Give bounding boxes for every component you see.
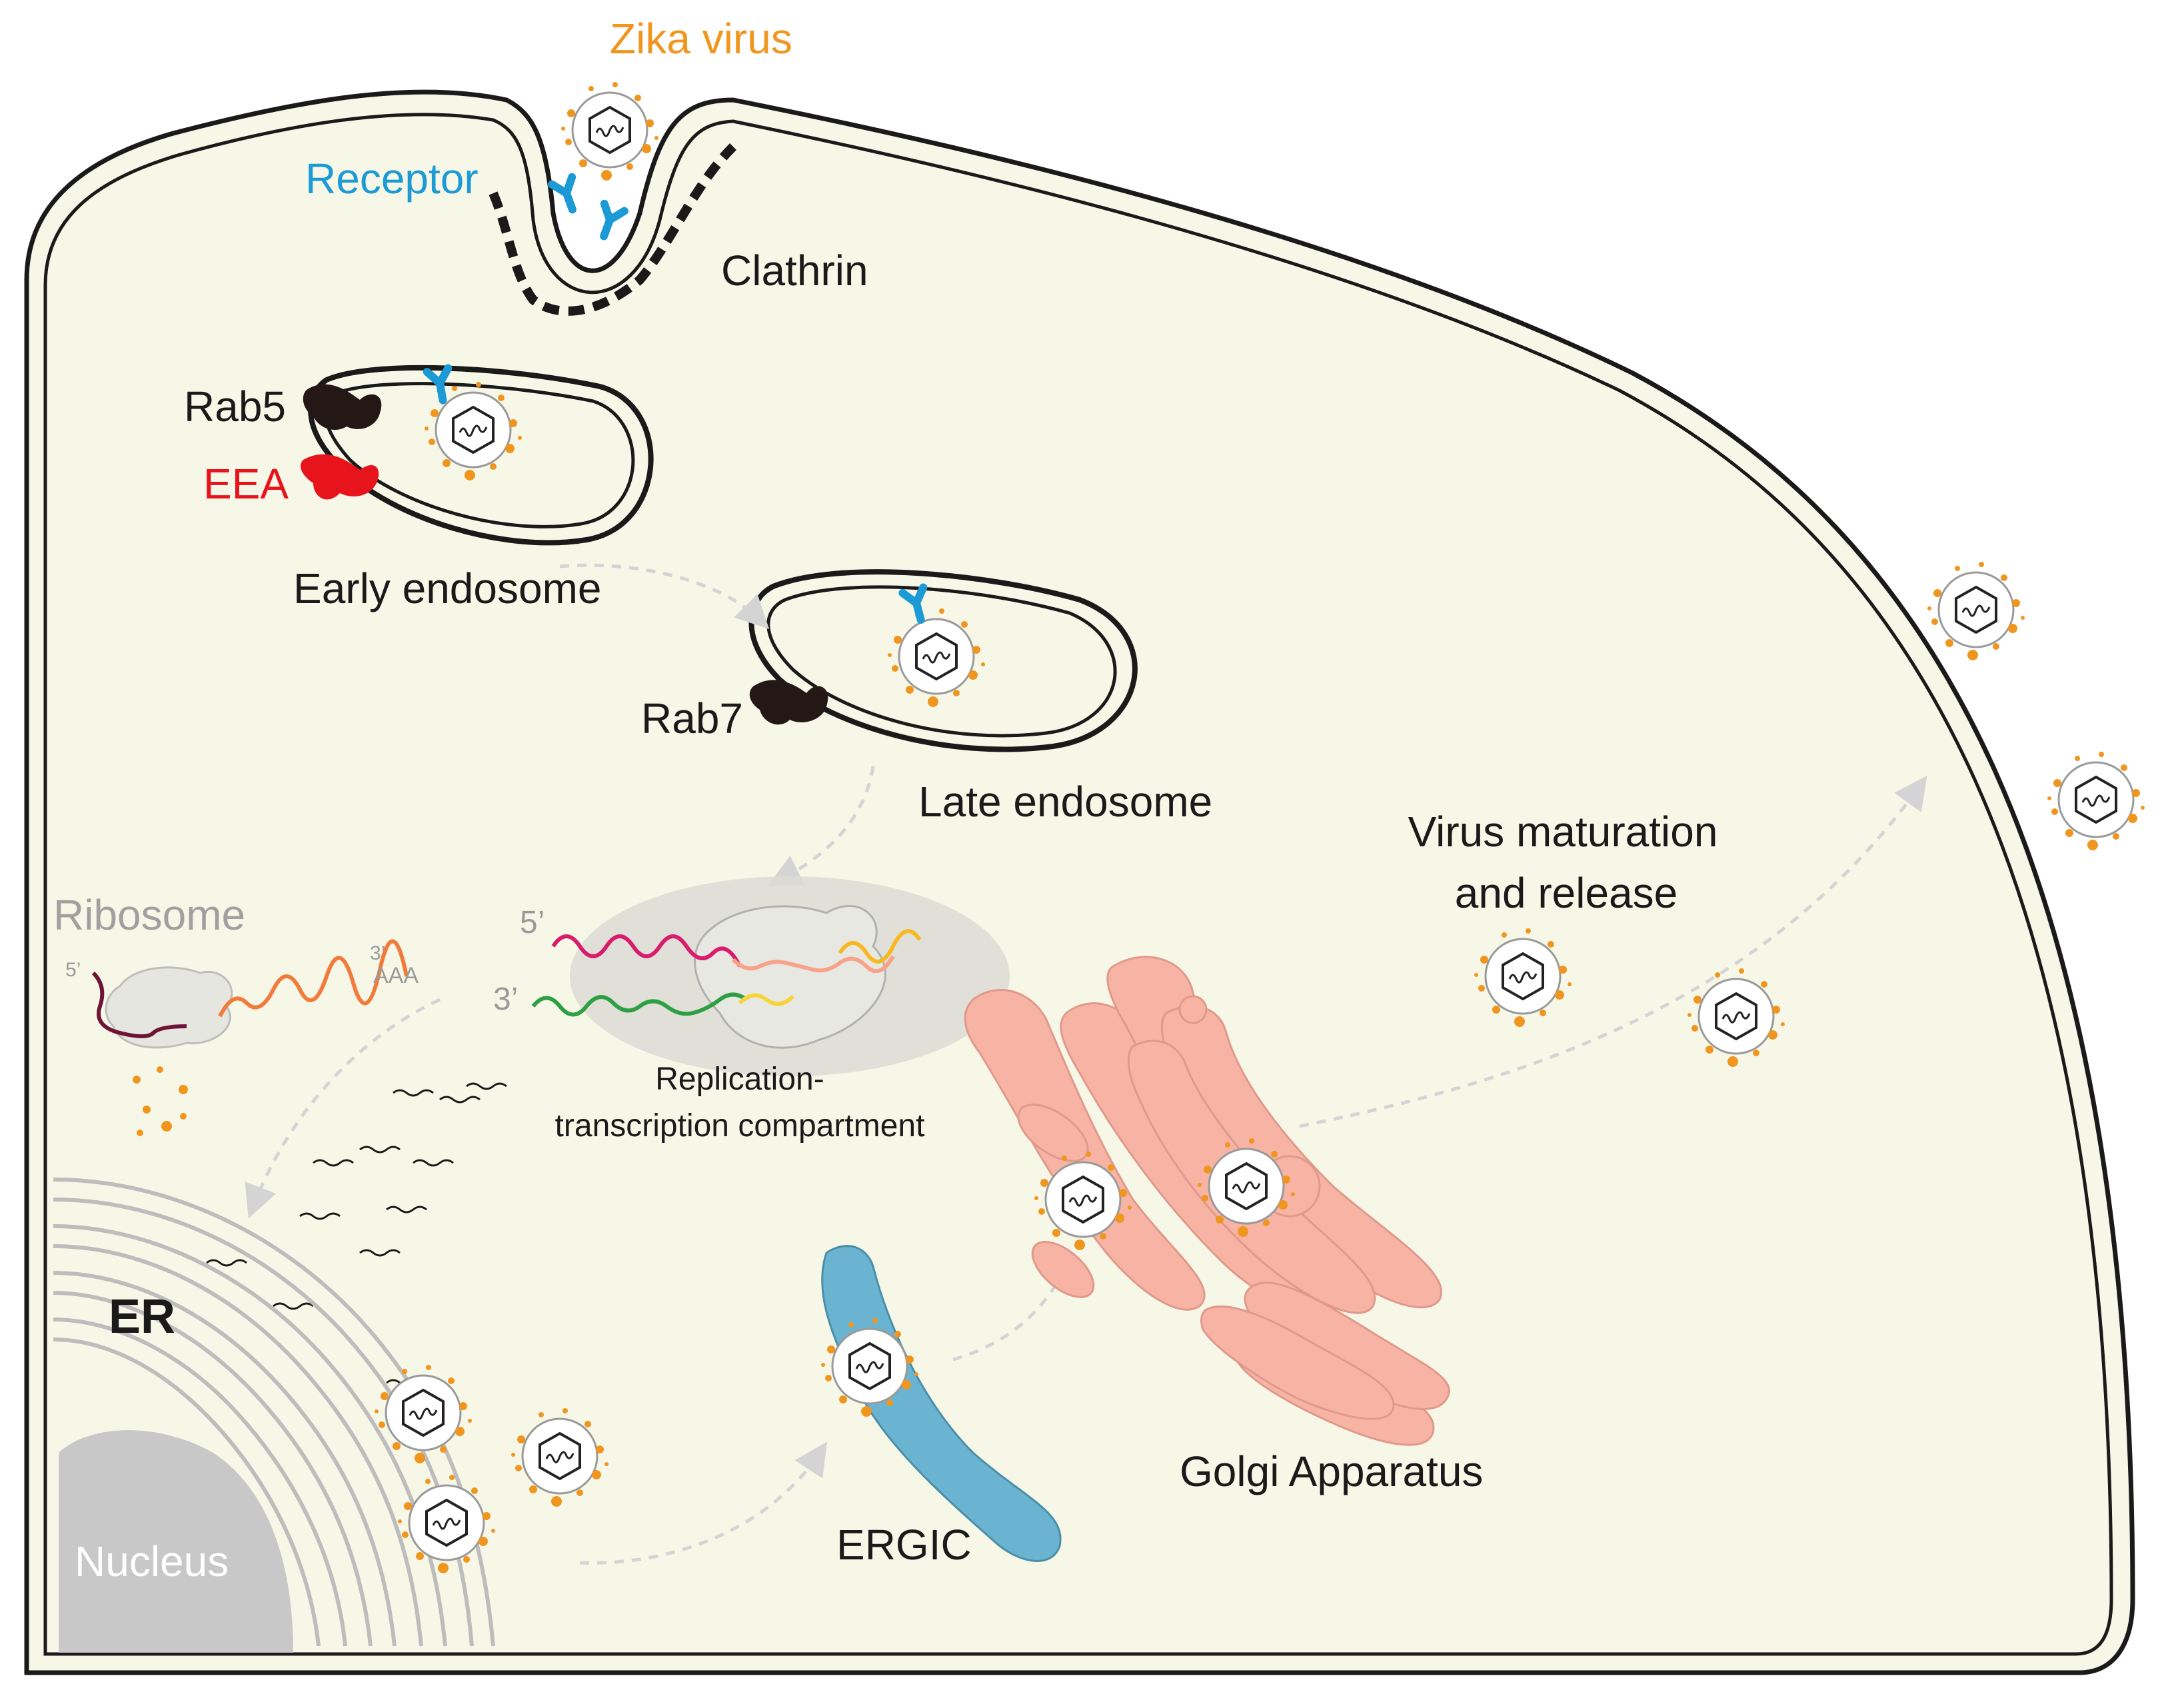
- replication-compartment-membrane: [694, 905, 886, 1049]
- traffic-arrow: [579, 1441, 828, 1565]
- rna-strand-icon: [731, 955, 895, 974]
- ergic-label: ERGIC: [836, 1521, 972, 1569]
- virion-icon: [560, 81, 660, 182]
- traffic-arrow: [768, 766, 875, 886]
- polya-label: AAA: [373, 963, 419, 988]
- rna-strand-icon: [838, 929, 922, 964]
- early-endosome-label: Early endosome: [293, 564, 601, 612]
- virion-icon: [1926, 560, 2026, 662]
- three-prime-label: 3’: [493, 982, 518, 1017]
- er-label: ER: [109, 1290, 175, 1343]
- virus-maturation-label-line1: Virus maturation: [1408, 808, 1718, 856]
- golgi-label: Golgi Apparatus: [1180, 1447, 1483, 1495]
- rna-strand-icon: [218, 939, 409, 1018]
- receptor-icon: [594, 204, 624, 240]
- late-endosome-label: Late endosome: [918, 778, 1212, 826]
- cell-membrane-inner: [43, 113, 2113, 1656]
- clathrin-coat: [489, 143, 736, 316]
- five-prime-label: 5’: [520, 905, 545, 940]
- traffic-arrow: [245, 998, 441, 1219]
- receptor-icon: [552, 177, 582, 213]
- traffic-arrow: [1299, 775, 1927, 1128]
- rna-strand-icon: [738, 993, 795, 1006]
- nucleus: [59, 1430, 293, 1653]
- zika-virus-label: Zika virus: [610, 15, 792, 63]
- ribosome-label: Ribosome: [53, 891, 245, 939]
- rna-strand-icon: [551, 934, 742, 968]
- ribosome-shape: [105, 966, 233, 1049]
- virion-icon: [2046, 750, 2146, 852]
- replication-label-line1: Replication-: [655, 1062, 824, 1097]
- rab-protein-icon: [749, 680, 828, 725]
- golgi-apparatus: [964, 956, 1450, 1446]
- rab-protein-icon: [303, 384, 382, 430]
- virus-maturation-label-line2: and release: [1455, 869, 1677, 917]
- nucleus-label: Nucleus: [75, 1537, 229, 1585]
- eea-label: EEA: [203, 460, 289, 508]
- rab7-label: Rab7: [641, 694, 743, 742]
- late-endosome-inner: [766, 585, 1117, 738]
- rna-strand-icon: [91, 971, 187, 1038]
- eea-protein-icon: [300, 454, 379, 500]
- clathrin-label: Clathrin: [721, 247, 868, 295]
- rna-strand-icon: [531, 992, 748, 1017]
- replication-label-line2: transcription compartment: [555, 1108, 925, 1144]
- viral-proteins-cluster: [133, 1066, 188, 1136]
- ribosome-five-prime-label: 5’: [65, 959, 81, 981]
- receptor-label: Receptor: [305, 155, 479, 203]
- rab5-label: Rab5: [184, 383, 286, 430]
- ribosome-three-prime-label: 3’: [370, 942, 385, 964]
